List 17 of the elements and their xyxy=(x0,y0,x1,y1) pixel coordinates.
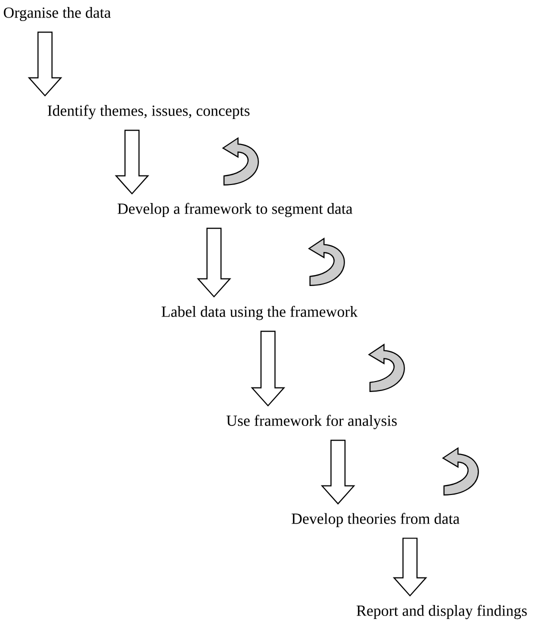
block-arrow xyxy=(250,330,286,407)
step-text: Identify themes, issues, concepts xyxy=(48,104,250,120)
block-arrow xyxy=(320,440,356,505)
block-arrow xyxy=(196,228,232,298)
block-arrow xyxy=(114,130,150,195)
step-text: Report and display findings xyxy=(356,604,527,620)
step-text: Use framework for analysis xyxy=(226,414,397,430)
block-arrow xyxy=(28,32,62,97)
curved-arrow xyxy=(368,344,405,392)
curved-arrow xyxy=(442,448,479,496)
step-text: Label data using the framework xyxy=(162,306,358,320)
block-arrow xyxy=(392,538,428,597)
step-text: Organise the data xyxy=(4,6,111,22)
curved-arrow xyxy=(308,238,345,286)
curved-arrow xyxy=(222,138,259,186)
step-text: Develop theories from data xyxy=(292,512,460,528)
step-text: Develop a framework to segment data xyxy=(118,202,352,218)
